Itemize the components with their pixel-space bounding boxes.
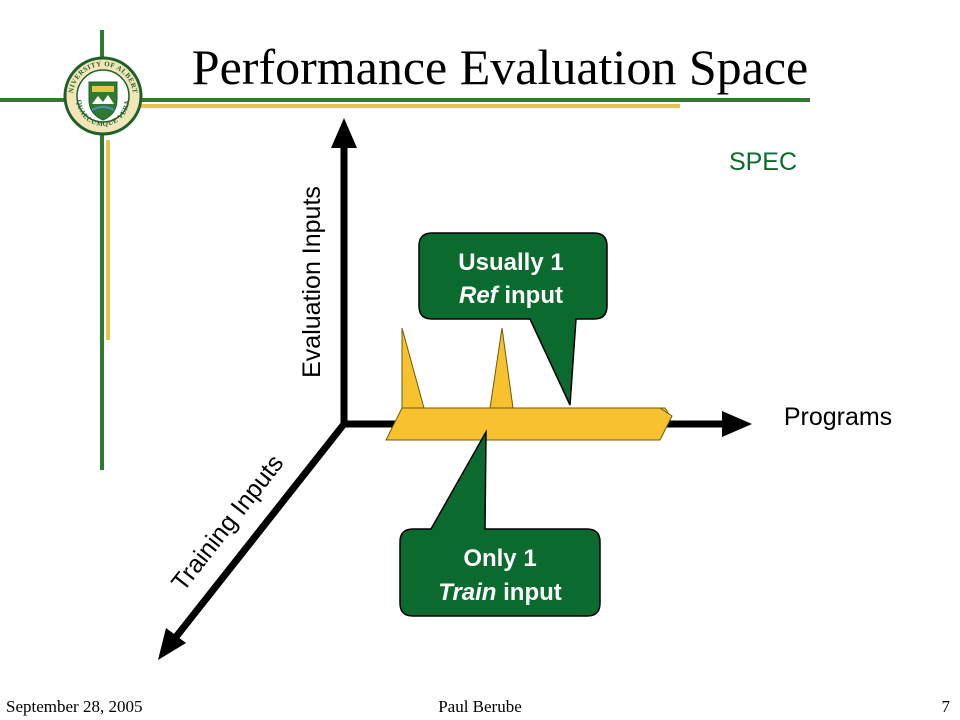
- y-axis-label: Evaluation Inputs: [298, 186, 326, 378]
- ref-spike-middle: [489, 327, 514, 409]
- ref-input-callout: Usually 1 Ref input: [418, 232, 608, 406]
- ref-spike-left: [401, 327, 671, 417]
- x-axis-label: Programs: [784, 403, 892, 431]
- input-coverage-shape: [385, 327, 673, 441]
- z-axis-line: [169, 421, 347, 645]
- university-seal-logo: UNIVERSITY OF ALBERTA QUAECUMQUE VERA: [0, 0, 143, 136]
- slide-title: Performance Evaluation Space: [192, 39, 808, 95]
- train-band: [385, 407, 673, 441]
- footer-page-number: 7: [942, 697, 951, 716]
- footer-date: September 28, 2005: [6, 697, 142, 716]
- ref-callout-line2: Ref input: [459, 282, 563, 309]
- spec-label: SPEC: [729, 148, 797, 176]
- footer-author: Paul Berube: [438, 697, 522, 716]
- x-axis-arrowhead: [722, 411, 752, 437]
- y-axis-arrowhead: [331, 118, 357, 148]
- z-axis-arrowhead: [158, 628, 186, 660]
- train-callout-line2: Train input: [438, 579, 562, 606]
- train-input-callout: Only 1 Train input: [399, 429, 601, 617]
- ref-callout-line1: Usually 1: [458, 249, 563, 276]
- train-callout-line1: Only 1: [463, 545, 536, 572]
